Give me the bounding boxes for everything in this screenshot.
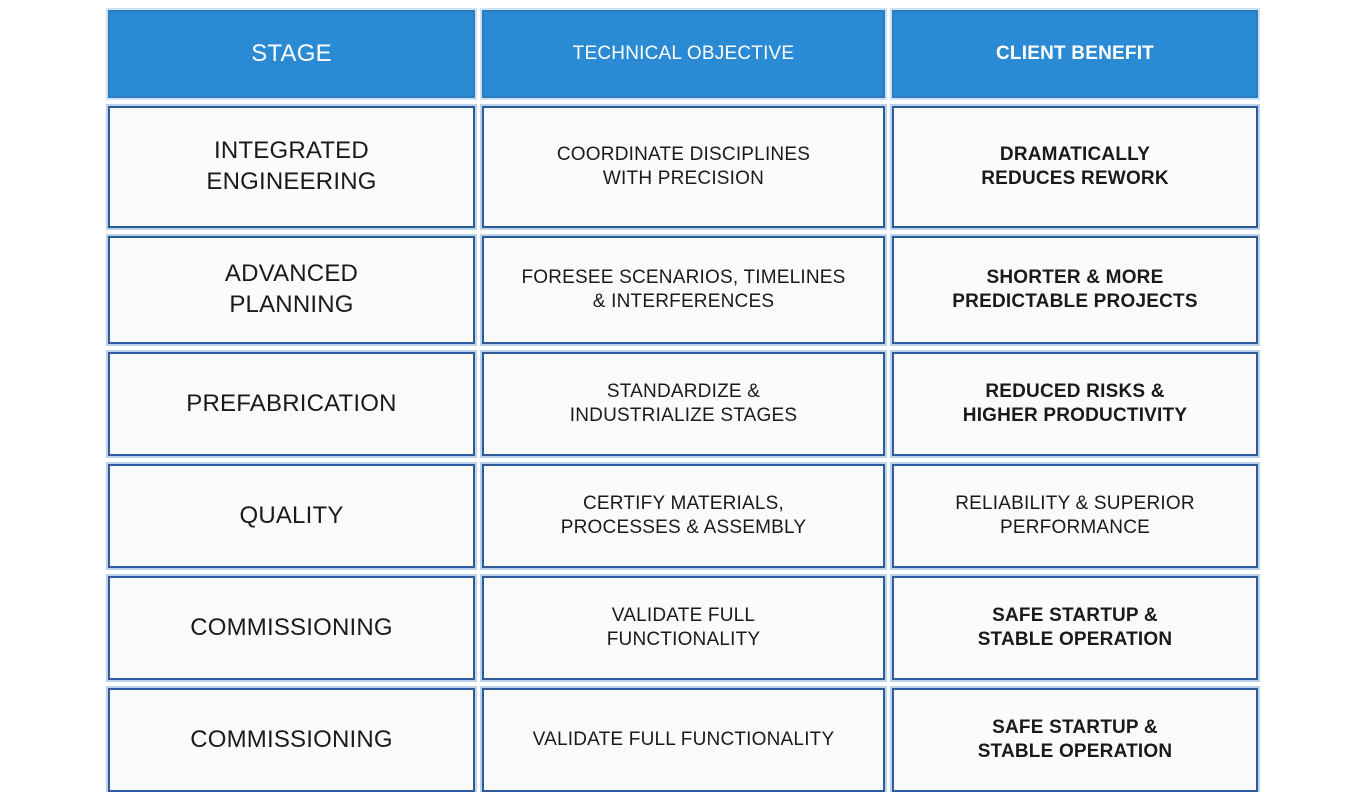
table-cell-benefit-row-4: RELIABILITY & SUPERIOR PERFORMANCE bbox=[892, 464, 1258, 568]
table-cell-text-objective-row-1: COORDINATE DISCIPLINES WITH PRECISION bbox=[556, 143, 811, 189]
table-header-cell-stage: STAGE bbox=[108, 10, 475, 98]
column-gap bbox=[885, 236, 892, 344]
row-gap bbox=[482, 680, 885, 688]
row-gap bbox=[482, 344, 885, 352]
row-gap bbox=[885, 680, 892, 688]
table-cell-text-stage-row-4: QUALITY bbox=[239, 501, 344, 529]
table-header-label-objective: TECHNICAL OBJECTIVE bbox=[572, 42, 795, 64]
table-cell-objective-row-3: STANDARDIZE & INDUSTRIALIZE STAGES bbox=[482, 352, 885, 456]
column-gap bbox=[475, 688, 482, 792]
column-gap bbox=[885, 464, 892, 568]
table-cell-text-benefit-row-5: SAFE STARTUP & STABLE OPERATION bbox=[977, 604, 1173, 650]
table-header-cell-benefit: CLIENT BENEFIT bbox=[892, 10, 1258, 98]
row-gap bbox=[892, 344, 1258, 352]
column-gap bbox=[475, 10, 482, 98]
table-cell-stage-row-2: ADVANCED PLANNING bbox=[108, 236, 475, 344]
process-stages-table: STAGE TECHNICAL OBJECTIVE CLIENT BENEFIT IN… bbox=[108, 10, 1258, 792]
table-grid: STAGE TECHNICAL OBJECTIVE CLIENT BENEFIT IN… bbox=[108, 10, 1258, 792]
row-gap bbox=[482, 456, 885, 464]
table-cell-objective-row-2: FORESEE SCENARIOS, TIMELINES & INTERFERE… bbox=[482, 236, 885, 344]
row-gap bbox=[475, 680, 482, 688]
row-gap bbox=[108, 568, 475, 576]
table-cell-text-objective-row-2: FORESEE SCENARIOS, TIMELINES & INTERFERE… bbox=[521, 266, 846, 312]
row-gap bbox=[885, 568, 892, 576]
row-gap bbox=[108, 98, 475, 106]
table-cell-text-benefit-row-1: DRAMATICALLY REDUCES REWORK bbox=[981, 143, 1169, 189]
row-gap bbox=[475, 98, 482, 106]
row-gap bbox=[892, 228, 1258, 236]
table-cell-text-objective-row-6: VALIDATE FULL FUNCTIONALITY bbox=[532, 728, 835, 750]
table-header-label-benefit: CLIENT BENEFIT bbox=[996, 42, 1154, 64]
table-cell-benefit-row-1: DRAMATICALLY REDUCES REWORK bbox=[892, 106, 1258, 228]
table-cell-text-stage-row-5: COMMISSIONING bbox=[190, 613, 393, 641]
row-gap bbox=[482, 568, 885, 576]
table-cell-stage-row-3: PREFABRICATION bbox=[108, 352, 475, 456]
table-cell-benefit-row-5: SAFE STARTUP & STABLE OPERATION bbox=[892, 576, 1258, 680]
row-gap bbox=[475, 228, 482, 236]
column-gap bbox=[475, 576, 482, 680]
table-cell-objective-row-1: COORDINATE DISCIPLINES WITH PRECISION bbox=[482, 106, 885, 228]
column-gap bbox=[885, 576, 892, 680]
column-gap bbox=[475, 236, 482, 344]
table-cell-text-benefit-row-6: SAFE STARTUP & STABLE OPERATION bbox=[977, 716, 1173, 762]
row-gap bbox=[482, 98, 885, 106]
table-cell-text-benefit-row-4: RELIABILITY & SUPERIOR PERFORMANCE bbox=[955, 492, 1195, 538]
row-gap bbox=[482, 228, 885, 236]
row-gap bbox=[108, 456, 475, 464]
row-gap bbox=[892, 680, 1258, 688]
table-cell-benefit-row-3: REDUCED RISKS & HIGHER PRODUCTIVITY bbox=[892, 352, 1258, 456]
table-header-label-stage: STAGE bbox=[251, 39, 332, 67]
table-cell-text-stage-row-3: PREFABRICATION bbox=[186, 389, 397, 417]
row-gap bbox=[108, 344, 475, 352]
table-cell-objective-row-5: VALIDATE FULL FUNCTIONALITY bbox=[482, 576, 885, 680]
row-gap bbox=[475, 344, 482, 352]
column-gap bbox=[475, 464, 482, 568]
table-cell-objective-row-6: VALIDATE FULL FUNCTIONALITY bbox=[482, 688, 885, 792]
row-gap bbox=[885, 98, 892, 106]
row-gap bbox=[892, 568, 1258, 576]
table-cell-text-benefit-row-2: SHORTER & MORE PREDICTABLE PROJECTS bbox=[952, 266, 1198, 312]
table-cell-stage-row-6: COMMISSIONING bbox=[108, 688, 475, 792]
row-gap bbox=[108, 680, 475, 688]
column-gap bbox=[475, 352, 482, 456]
table-cell-text-objective-row-3: STANDARDIZE & INDUSTRIALIZE STAGES bbox=[569, 380, 798, 426]
table-cell-stage-row-4: QUALITY bbox=[108, 464, 475, 568]
table-cell-text-stage-row-2: ADVANCED PLANNING bbox=[224, 260, 359, 318]
row-gap bbox=[475, 568, 482, 576]
row-gap bbox=[885, 456, 892, 464]
column-gap bbox=[475, 106, 482, 228]
column-gap bbox=[885, 106, 892, 228]
row-gap bbox=[108, 228, 475, 236]
table-cell-stage-row-1: INTEGRATED ENGINEERING bbox=[108, 106, 475, 228]
table-cell-objective-row-4: CERTIFY MATERIALS, PROCESSES & ASSEMBLY bbox=[482, 464, 885, 568]
column-gap bbox=[885, 352, 892, 456]
table-cell-text-stage-row-1: INTEGRATED ENGINEERING bbox=[206, 137, 377, 195]
table-cell-text-benefit-row-3: REDUCED RISKS & HIGHER PRODUCTIVITY bbox=[962, 380, 1188, 426]
table-cell-stage-row-5: COMMISSIONING bbox=[108, 576, 475, 680]
column-gap bbox=[885, 688, 892, 792]
row-gap bbox=[885, 228, 892, 236]
row-gap bbox=[892, 456, 1258, 464]
table-cell-text-objective-row-4: CERTIFY MATERIALS, PROCESSES & ASSEMBLY bbox=[560, 492, 807, 538]
row-gap bbox=[892, 98, 1258, 106]
row-gap bbox=[475, 456, 482, 464]
table-header-cell-objective: TECHNICAL OBJECTIVE bbox=[482, 10, 885, 98]
table-cell-text-stage-row-6: COMMISSIONING bbox=[190, 725, 393, 753]
table-cell-text-objective-row-5: VALIDATE FULL FUNCTIONALITY bbox=[606, 604, 761, 650]
row-gap bbox=[885, 344, 892, 352]
table-cell-benefit-row-6: SAFE STARTUP & STABLE OPERATION bbox=[892, 688, 1258, 792]
table-cell-benefit-row-2: SHORTER & MORE PREDICTABLE PROJECTS bbox=[892, 236, 1258, 344]
column-gap bbox=[885, 10, 892, 98]
